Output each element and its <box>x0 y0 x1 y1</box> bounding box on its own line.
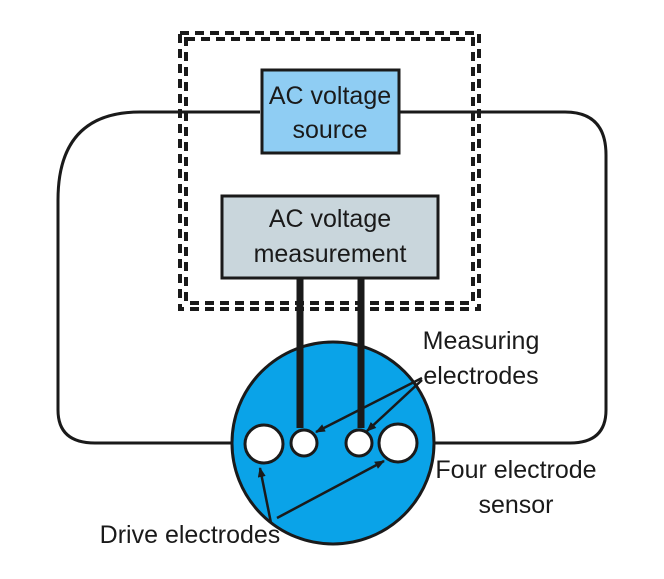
four-electrode-sensor-label-line2: sensor <box>478 491 553 519</box>
measuring-electrodes-label-line1: Measuring <box>423 327 540 355</box>
measuring-electrodes-arrow-right <box>366 379 423 432</box>
measuring-electrodes-label-line2: electrodes <box>423 362 538 390</box>
drive-electrodes-label: Drive electrodes <box>100 521 281 549</box>
instrument-enclosure-inner <box>184 37 475 305</box>
drive-electrode-left <box>243 423 285 465</box>
circuit-wire-loop <box>56 110 608 445</box>
drive-electrodes-arrow-left <box>257 467 273 524</box>
drive-electrode-right <box>377 422 419 464</box>
measuring-electrodes-arrow-left <box>315 376 423 434</box>
measuring-electrode-right <box>344 428 374 458</box>
ac-voltage-source-line2: source <box>292 116 367 144</box>
ac-voltage-measurement-line1: AC voltage <box>269 205 391 233</box>
sensor-disc <box>230 340 436 546</box>
ac-voltage-source-line1: AC voltage <box>269 82 391 110</box>
drive-electrodes-arrow-right <box>276 459 385 520</box>
instrument-enclosure-outer <box>178 31 481 311</box>
ac-voltage-measurement-line2: measurement <box>254 240 407 268</box>
four-electrode-sensor-label-line1: Four electrode <box>435 456 596 484</box>
measuring-electrode-left <box>289 428 319 458</box>
ac-voltage-source-box: AC voltage source <box>260 68 401 155</box>
ac-voltage-measurement-box: AC voltage measurement <box>220 194 440 280</box>
